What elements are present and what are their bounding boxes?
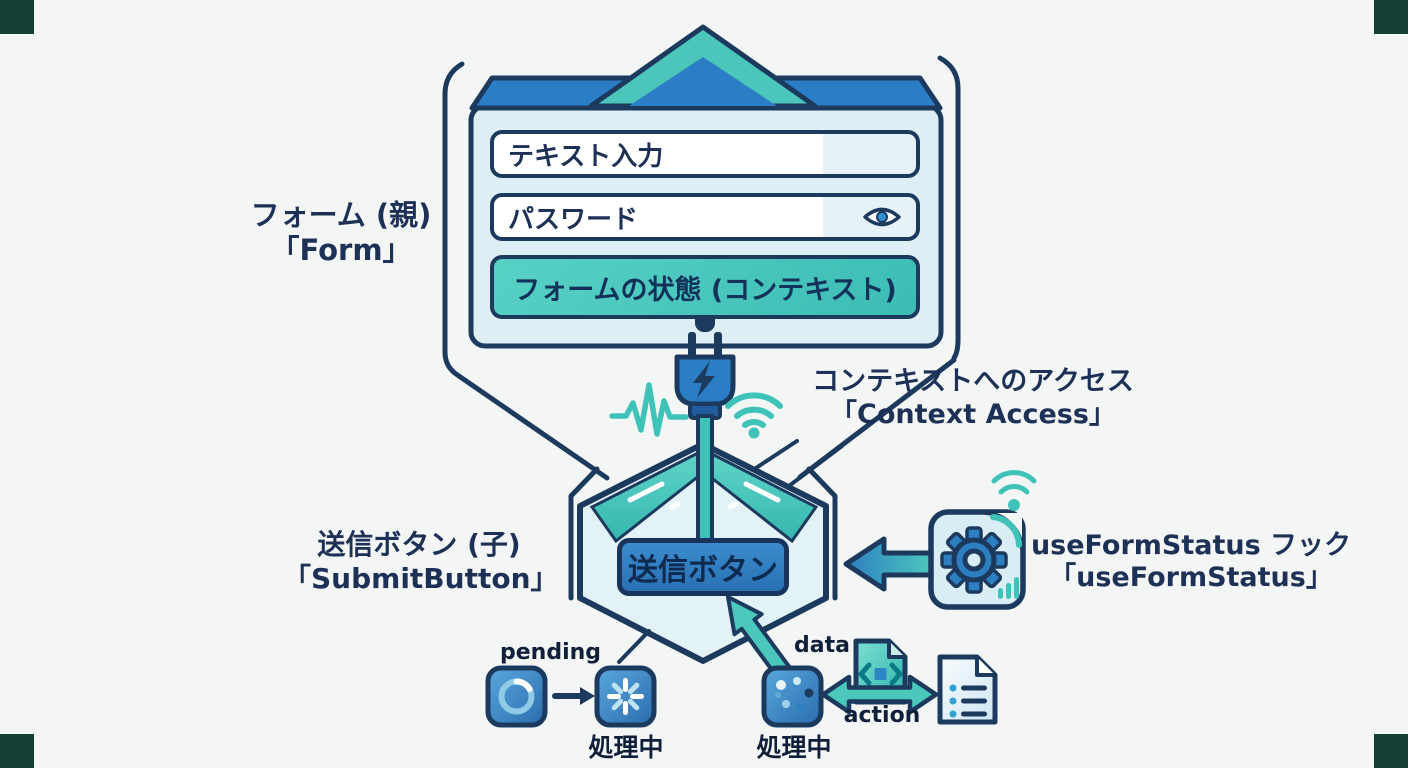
password-input-value: パスワード — [508, 204, 639, 235]
gear-icon — [940, 526, 1008, 594]
wifi-icon — [725, 392, 783, 439]
use-form-status-label-en: 「useFormStatus」 — [1049, 562, 1333, 594]
context-access-label: コンテキストへのアクセス 「Context Access」 — [790, 366, 1156, 432]
form-parent-label: フォーム (親) 「Form」 — [238, 198, 444, 268]
hook-left-arrow — [843, 536, 936, 592]
form-state-context-bar: フォームの状態 (コンテキスト) — [490, 255, 920, 319]
use-form-status-label-jp: useFormStatus フック — [1030, 530, 1352, 561]
submit-button[interactable]: 送信ボタン — [617, 538, 789, 596]
document-list-icon — [937, 654, 998, 725]
spinner-dots-icon — [761, 665, 824, 728]
arrow-right-icon — [552, 687, 595, 705]
context-cable — [696, 414, 714, 546]
processing-label-left: 処理中 — [588, 733, 664, 762]
form-parent-label-jp: フォーム (親) — [250, 198, 432, 232]
wifi-signal-icon — [991, 470, 1037, 511]
pending-connector-line — [617, 629, 651, 664]
pulse-icon — [609, 382, 689, 437]
spinner-ring-icon — [485, 665, 548, 728]
gear-document-icon — [928, 470, 1037, 610]
context-access-label-en: 「Context Access」 — [830, 398, 1116, 430]
corner-mark-bottom-left — [0, 734, 34, 768]
form-bracket-left — [442, 61, 610, 481]
text-input-value: テキスト入力 — [508, 141, 664, 172]
corner-mark-bottom-right — [1374, 734, 1408, 768]
action-label: action — [843, 703, 921, 728]
processing-label-right: 処理中 — [756, 733, 832, 762]
submit-child-label: 送信ボタン (子) 「SubmitButton」 — [283, 528, 559, 595]
password-input-field[interactable]: パスワード — [490, 193, 920, 241]
submit-child-label-en: 「SubmitButton」 — [283, 561, 559, 595]
data-label: data — [794, 633, 850, 658]
eye-icon[interactable] — [862, 204, 902, 230]
text-input-field[interactable]: テキスト入力 — [490, 130, 920, 178]
hexagon-bracket-left — [568, 466, 600, 601]
envelope-icon — [588, 24, 818, 109]
double-arrow-icon — [820, 674, 939, 715]
pending-label: pending — [500, 640, 602, 665]
spinner-burst-icon — [594, 665, 657, 728]
submit-button-label: 送信ボタン — [628, 553, 778, 588]
form-state-context-text: フォームの状態 (コンテキスト) — [513, 274, 897, 306]
corner-mark-top-left — [0, 0, 34, 34]
context-access-label-jp: コンテキストへのアクセス — [812, 366, 1134, 397]
corner-mark-top-right — [1374, 0, 1408, 34]
use-form-status-label: useFormStatus フック 「useFormStatus」 — [1030, 530, 1352, 595]
form-parent-label-en: 「Form」 — [270, 232, 412, 267]
signal-bars-icon — [998, 577, 1019, 599]
submit-child-label-jp: 送信ボタン (子) — [317, 528, 521, 561]
hexagon-bracket-right — [806, 466, 838, 601]
